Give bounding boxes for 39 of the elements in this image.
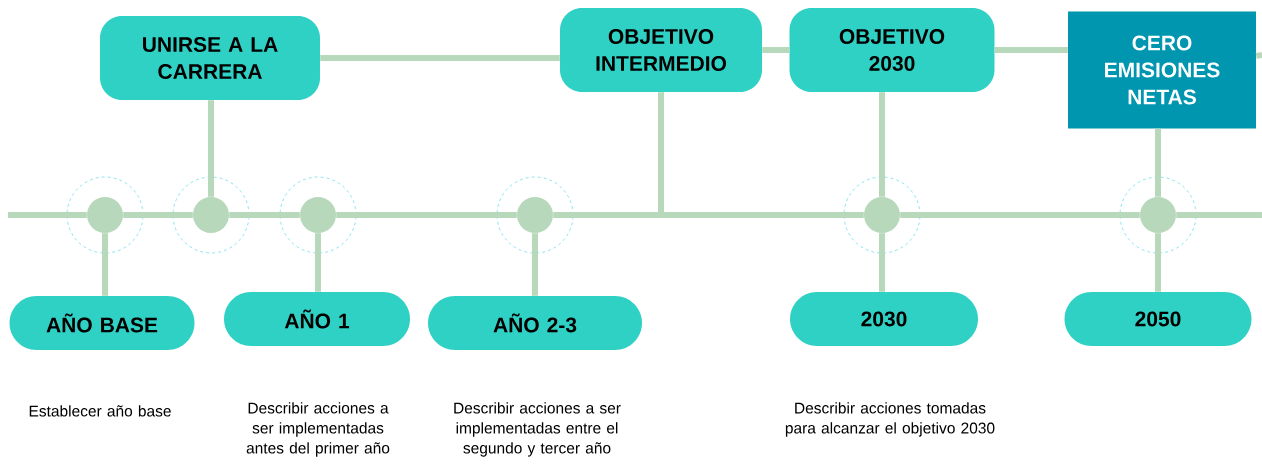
timeline-dot: [172, 176, 250, 254]
year-box: 2030: [790, 292, 978, 346]
connector-line: [1155, 128, 1161, 197]
connector-line: [532, 233, 538, 296]
milestone-box: UNIRSE A LA CARRERA: [100, 16, 320, 100]
description-text: Describir acciones tomadas para alcanzar el objetivo 2030: [785, 402, 995, 437]
year-box: AÑO 2-3: [428, 296, 642, 350]
connector-line: [879, 233, 885, 292]
connector-line: [900, 212, 1140, 218]
connector-line: [762, 47, 790, 53]
connector-line: [123, 212, 193, 218]
connector-line: [994, 47, 1068, 53]
timeline-dot: [279, 176, 357, 254]
milestone-box: OBJETIVO INTERMEDIO: [560, 8, 762, 92]
connector-line: [553, 212, 864, 218]
connector-line: [320, 55, 560, 61]
timeline-dot: [496, 176, 574, 254]
connector-line: [208, 100, 214, 197]
year-box: 2050: [1064, 292, 1252, 346]
connector-line: [879, 92, 885, 197]
connector-line: [315, 233, 321, 292]
connector-line: [336, 212, 517, 218]
timeline-dot: [66, 176, 144, 254]
connector-line: [658, 92, 664, 215]
goal-box: CERO EMISIONES NETAS: [1068, 11, 1256, 129]
timeline-dot: [843, 176, 921, 254]
timeline-dot: [1119, 176, 1197, 254]
description-text: Describir acciones a ser implementadas antes del primer año: [246, 402, 390, 457]
connector-line: [1255, 52, 1262, 59]
connector-line: [1176, 212, 1262, 218]
connector-line: [102, 233, 108, 296]
connector-line: [8, 212, 87, 218]
description-text: Establecer año base: [29, 405, 171, 417]
year-box: AÑO 1: [224, 292, 410, 346]
milestone-box: OBJETIVO 2030: [789, 8, 995, 92]
year-box: AÑO BASE: [9, 296, 195, 350]
connector-line: [229, 212, 300, 218]
description-text: Describir acciones a ser implementadas entre el segundo y tercer año: [454, 402, 621, 457]
connector-line: [1155, 233, 1161, 292]
